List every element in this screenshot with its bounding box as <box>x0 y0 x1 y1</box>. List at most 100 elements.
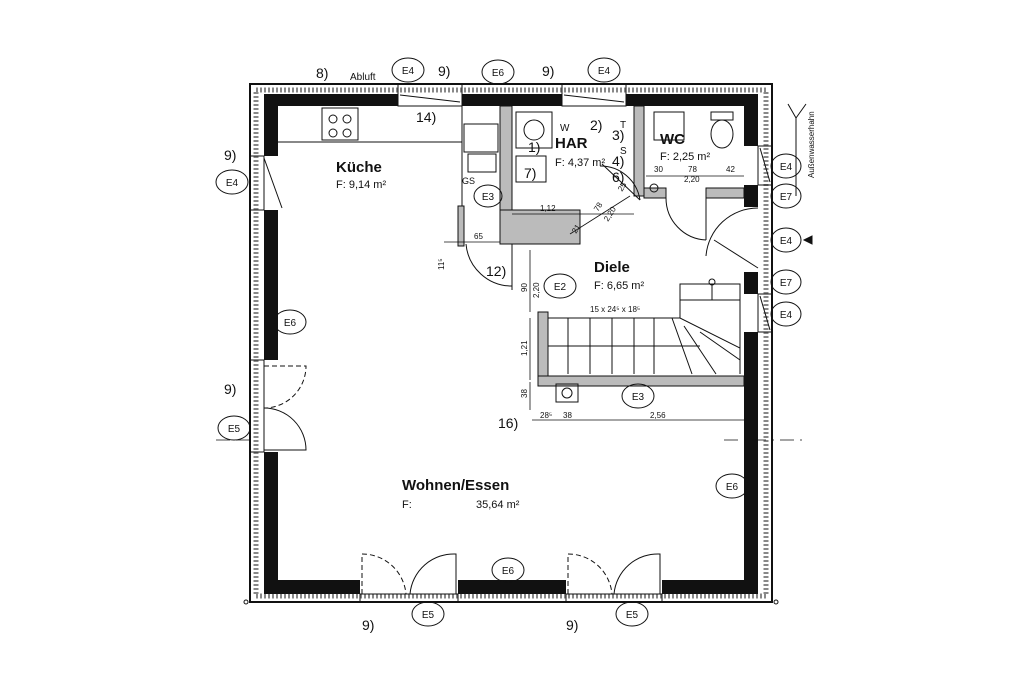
tag-circle <box>615 601 649 627</box>
room-name-wohnen: Wohnen/Essen <box>402 477 509 494</box>
terrace-door-swing <box>361 553 407 595</box>
window-kitchen-top <box>397 83 463 107</box>
dimension-lines <box>216 175 808 441</box>
terrace-door-bottom-left <box>359 593 459 603</box>
entrance-arrow-icon <box>802 235 813 245</box>
tag-circle <box>770 269 802 295</box>
washing-machine <box>515 111 553 149</box>
har-fittings <box>515 111 553 183</box>
tag-e6: E6 <box>492 68 505 79</box>
dim-label: 78 <box>592 200 605 213</box>
terrace-door-swing <box>263 365 307 409</box>
stair-tread <box>699 331 741 361</box>
wall-segment <box>744 332 758 580</box>
dim-label: 11⁵ <box>437 258 446 270</box>
callout-9: 9) <box>438 63 450 79</box>
window-har-top <box>561 83 627 107</box>
dim-label: 90 <box>520 283 529 292</box>
corner-marker <box>773 599 779 605</box>
window-kitchen-left <box>249 155 265 211</box>
element-tags <box>215 57 802 627</box>
dim-label: 65 <box>474 232 483 241</box>
callout-1: 1) <box>528 139 540 155</box>
outer-walls <box>249 83 773 603</box>
inner-wall <box>499 209 581 245</box>
label-abluft: Abluft <box>350 72 376 83</box>
tag-e5: E5 <box>228 424 241 435</box>
terrace-door-swing <box>263 407 307 451</box>
dim-label: 38 <box>520 389 529 398</box>
corner-marker <box>243 599 249 605</box>
wall-segment <box>264 94 398 106</box>
callout-6: 6) <box>612 169 624 185</box>
cooktop <box>321 107 359 141</box>
kitchen-counter <box>278 106 499 206</box>
door-swing-diele <box>465 243 513 287</box>
tag-circle <box>587 57 621 83</box>
terrace-door-swing <box>567 553 613 595</box>
tag-e6: E6 <box>502 566 515 577</box>
room-name-har: HAR <box>555 135 588 152</box>
utility-sink <box>515 155 547 183</box>
room-name-diele: Diele <box>594 259 630 276</box>
tag-e7: E7 <box>780 278 793 289</box>
room-name-wc: WC <box>660 131 685 148</box>
callout-numbers: 8) 9) 9) 14) 9) 9) 1) 2) 3) 4) 6) 7) 12)… <box>224 63 624 633</box>
wall-segment <box>744 106 758 146</box>
outer-wall-outline <box>249 83 773 603</box>
window-sash <box>399 94 461 103</box>
wc-toilet <box>710 119 734 149</box>
callout-9: 9) <box>224 147 236 163</box>
room-area-wc: F: 2,25 m² <box>660 151 710 163</box>
water-meter-symbol <box>649 183 659 193</box>
room-labels: Küche F: 9,14 m² HAR F: 4,37 m² WC F: 2,… <box>336 131 710 511</box>
window-sash <box>759 147 771 183</box>
cooktop-burner <box>342 114 352 124</box>
dim-label: 30 <box>654 165 663 174</box>
tag-e6: E6 <box>726 482 739 493</box>
element-tag-labels: E4 E6 E4 E4 E3 E6 E5 E2 E3 E6 E6 E5 E5 E… <box>226 66 793 621</box>
cooktop-burner <box>328 128 338 138</box>
terrace-door-left <box>249 359 265 453</box>
room-area-kueche: F: 9,14 m² <box>336 179 386 191</box>
windows <box>249 83 773 603</box>
door-swing-wc <box>665 197 707 241</box>
tag-circle <box>770 183 802 209</box>
tag-e2: E2 <box>554 282 567 293</box>
window-sash <box>759 295 771 331</box>
callout-7: 7) <box>524 165 536 181</box>
wall-segment <box>264 452 278 580</box>
window-sash <box>563 94 625 103</box>
wall-segment <box>458 580 566 594</box>
tag-circle <box>770 153 802 179</box>
cooktop-burner <box>342 128 352 138</box>
washing-machine-drum <box>523 119 545 141</box>
label-gs: GS <box>462 176 475 186</box>
callout-16: 16) <box>498 415 518 431</box>
tag-e3: E3 <box>482 192 495 203</box>
label-stair-spec: 15 x 24⁵ x 18⁵ <box>590 305 640 314</box>
wc-cistern <box>710 111 734 121</box>
cooktop-burner <box>328 114 338 124</box>
dim-label: 42 <box>726 165 735 174</box>
wall-segment <box>264 106 278 156</box>
inner-wall <box>643 187 667 199</box>
inner-wall <box>633 105 645 197</box>
window-diele-right <box>757 293 773 333</box>
inner-wall <box>705 187 745 199</box>
tag-circle <box>715 473 749 499</box>
callout-9: 9) <box>542 63 554 79</box>
tag-e5: E5 <box>626 610 639 621</box>
wc-basin <box>653 111 685 141</box>
tag-circle <box>491 557 525 583</box>
tag-circle <box>770 227 802 253</box>
room-area-diele: F: 6,65 m² <box>594 280 644 292</box>
callout-12: 12) <box>486 263 506 279</box>
label-aussenwasserhahn: Außenwasserhahn <box>807 111 816 178</box>
entrance-door-leaf <box>713 239 759 269</box>
wall-segment <box>744 185 758 207</box>
dim-label: 38 <box>563 411 572 420</box>
wall-segment <box>264 210 278 360</box>
faucet-symbol <box>787 103 807 119</box>
